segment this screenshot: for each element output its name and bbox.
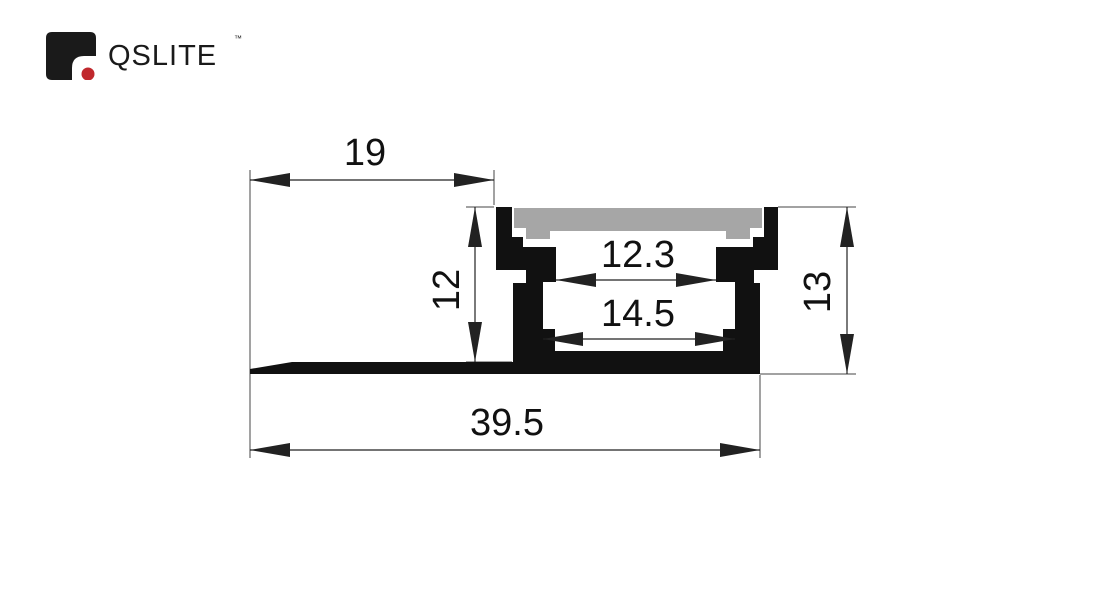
brand-name: QSLITE — [108, 40, 218, 72]
dim-label-inner-top: 12.3 — [601, 234, 675, 276]
dim-label-total-width: 39.5 — [470, 402, 544, 444]
profile-body — [250, 207, 778, 374]
trademark-symbol: ™ — [234, 34, 242, 43]
dim-label-inner-bottom: 14.5 — [601, 293, 675, 335]
dim-label-height-left: 12 — [426, 269, 468, 311]
dim-label-height-right: 13 — [797, 271, 839, 313]
dim-label-flange-width: 19 — [344, 132, 386, 174]
qslite-logo-icon — [46, 32, 96, 80]
dimension-lines — [250, 173, 854, 457]
brand-logo: QSLITE ™ — [46, 30, 266, 82]
diffuser-cover — [514, 208, 762, 239]
